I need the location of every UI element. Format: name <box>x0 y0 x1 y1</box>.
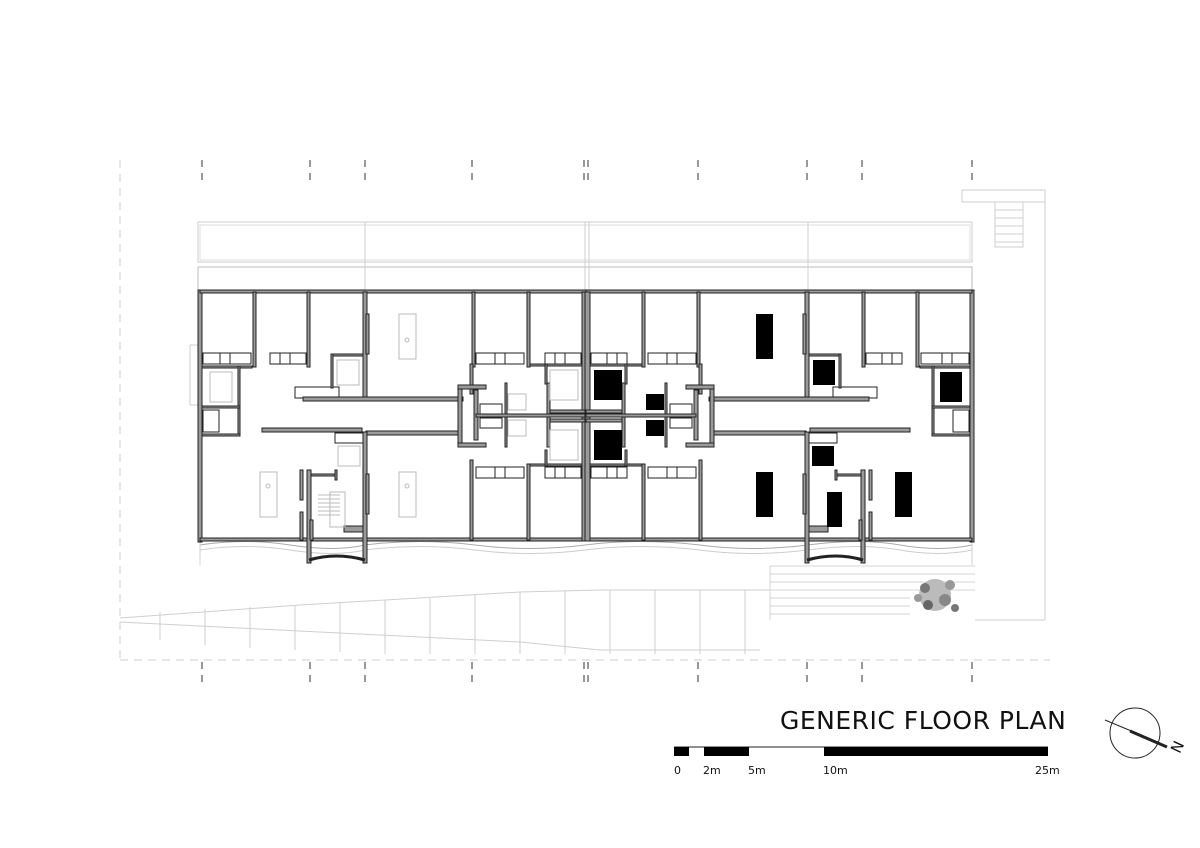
site-context <box>119 160 1050 661</box>
drawing-title: GENERIC FLOOR PLAN <box>780 706 1067 735</box>
building-plan <box>197 288 976 565</box>
scale-bar <box>674 746 1048 756</box>
tree-symbol <box>914 579 959 612</box>
scale-label-5m: 5m <box>748 764 766 777</box>
scale-label-0: 0 <box>674 764 681 777</box>
scale-label-25m: 25m <box>1035 764 1060 777</box>
north-arrow-icon <box>1104 707 1168 759</box>
scale-label-2m: 2m <box>703 764 721 777</box>
grid-axis-marks <box>201 160 973 683</box>
scale-label-10m: 10m <box>823 764 848 777</box>
